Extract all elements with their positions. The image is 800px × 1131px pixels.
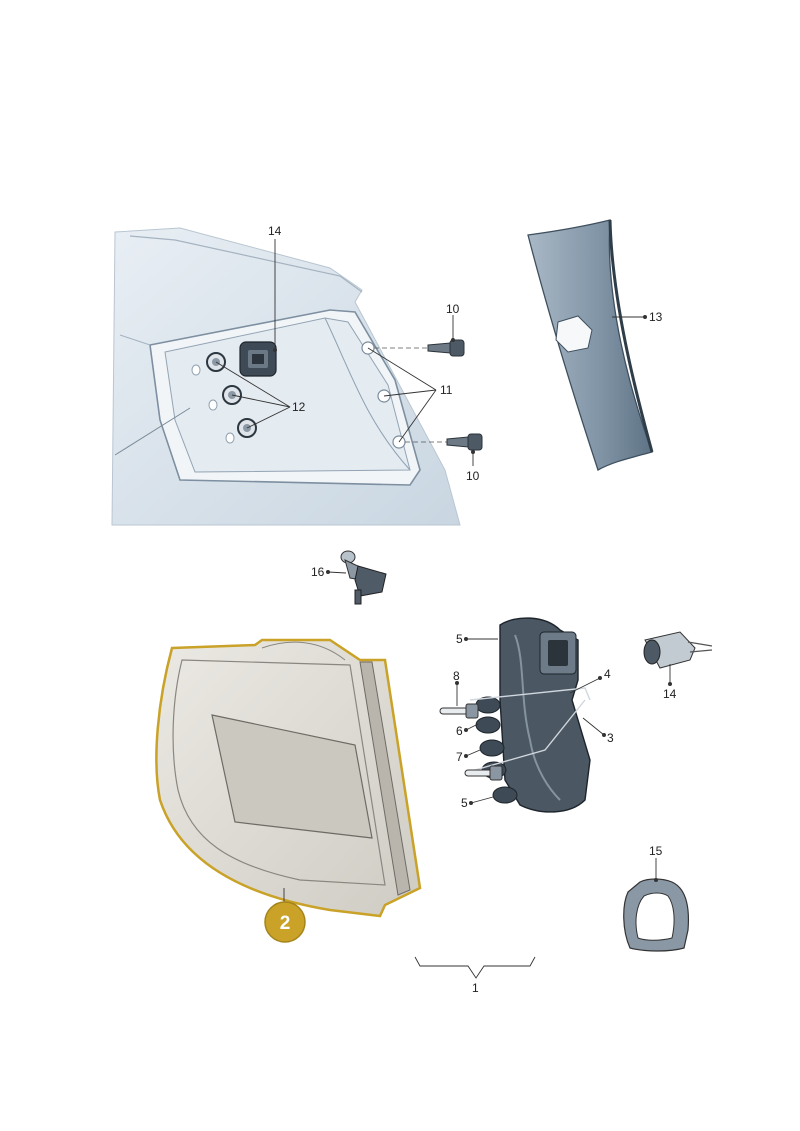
- bulb-8: [439, 703, 479, 719]
- bulb-7: [464, 765, 503, 781]
- callout-14-connector-right: 14: [663, 687, 677, 701]
- callout-1-assembly: 1: [472, 981, 479, 995]
- leader-lines: [215, 239, 672, 979]
- callout-5-carrier-top: 5: [456, 632, 463, 646]
- bulb-socket-16: [340, 550, 387, 605]
- callout-8-bulb: 8: [453, 669, 460, 683]
- trim-panel-13: [527, 219, 654, 471]
- callout-10-screw-top: 10: [446, 302, 460, 316]
- callout-3: 3: [607, 731, 614, 745]
- callout-6: 6: [456, 724, 463, 738]
- screws-10: [374, 339, 483, 451]
- callout-13-trim: 13: [649, 310, 663, 324]
- callout-7-bulb: 7: [456, 750, 463, 764]
- callout-15-seal: 15: [649, 844, 663, 858]
- callout-12-nuts: 12: [292, 400, 306, 414]
- seal-15: [623, 878, 690, 952]
- callout-4: 4: [604, 667, 611, 681]
- callout-5-carrier-bottom: 5: [461, 796, 468, 810]
- vehicle-rear-body: [111, 227, 461, 526]
- bulb-carrier-5: [469, 617, 591, 813]
- callout-11-holes: 11: [440, 383, 453, 397]
- callout-labels: 14 10 11 12 10 13 16 5 4 8 6 3 7 5 14 15…: [268, 224, 677, 995]
- callout-16-socket: 16: [311, 565, 325, 579]
- callout-14-connector: 14: [268, 224, 282, 238]
- highlight-badge-2[interactable]: 2: [264, 901, 306, 943]
- lamp-connector-socket: [239, 341, 277, 377]
- highlight-badge-label: 2: [280, 913, 291, 934]
- callout-10-screw-bottom: 10: [466, 469, 480, 483]
- connector-14: [643, 631, 713, 669]
- tail-lamp-assembly-2: [155, 638, 422, 918]
